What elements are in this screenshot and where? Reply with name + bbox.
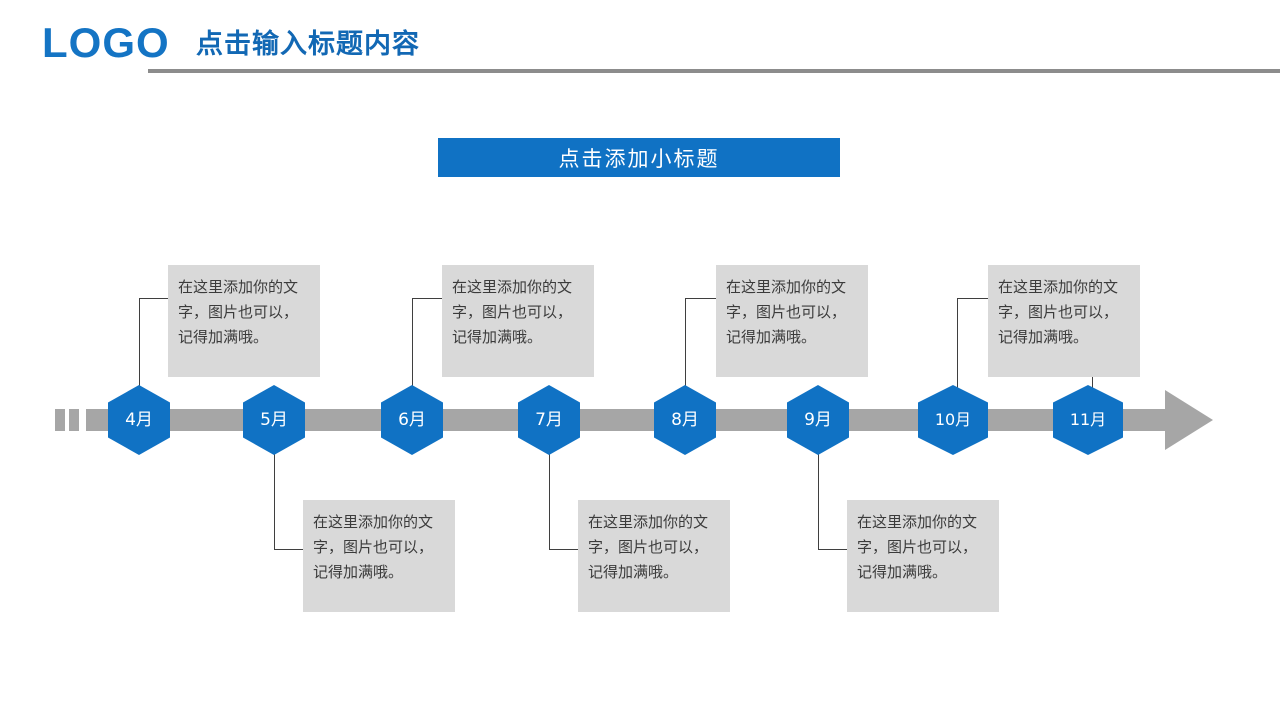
connector-horizontal-8 [685, 298, 717, 299]
timeline-marker-label: 6月 [398, 410, 426, 430]
callout-box-10[interactable]: 在这里添加你的文字，图片也可以，记得加满哦。 [988, 265, 1140, 377]
connector-horizontal-6 [412, 298, 444, 299]
timeline-marker-label: 7月 [535, 410, 563, 430]
connector-horizontal-4 [139, 298, 169, 299]
callout-text: 在这里添加你的文字，图片也可以，记得加满哦。 [998, 278, 1119, 346]
callout-box-9[interactable]: 在这里添加你的文字，图片也可以，记得加满哦。 [847, 500, 999, 612]
slide-header: LOGO 点击输入标题内容 [0, 0, 1280, 86]
callout-text: 在这里添加你的文字，图片也可以，记得加满哦。 [726, 278, 847, 346]
callout-text: 在这里添加你的文字，图片也可以，记得加满哦。 [178, 278, 299, 346]
axis-dash-left-2 [69, 409, 79, 431]
connector-horizontal-9 [818, 549, 848, 550]
callout-box-5[interactable]: 在这里添加你的文字，图片也可以，记得加满哦。 [303, 500, 455, 612]
callout-text: 在这里添加你的文字，图片也可以，记得加满哦。 [588, 513, 709, 581]
timeline-marker-label: 5月 [260, 410, 288, 430]
axis-dash-left-1 [55, 409, 65, 431]
connector-horizontal-7 [549, 549, 579, 550]
connector-horizontal-5 [274, 549, 304, 550]
callout-text: 在这里添加你的文字，图片也可以，记得加满哦。 [857, 513, 978, 581]
connector-vertical-8 [685, 298, 686, 390]
callout-text: 在这里添加你的文字，图片也可以，记得加满哦。 [452, 278, 573, 346]
timeline-marker-label: 8月 [671, 410, 699, 430]
connector-vertical-10 [957, 298, 958, 390]
callout-text: 在这里添加你的文字，图片也可以，记得加满哦。 [313, 513, 434, 581]
axis-bar [86, 409, 1186, 431]
timeline-axis [0, 380, 1280, 500]
connector-vertical-7 [549, 452, 550, 550]
timeline-marker-10[interactable]: 10月 [918, 385, 988, 455]
callout-box-8[interactable]: 在这里添加你的文字，图片也可以，记得加满哦。 [716, 265, 868, 377]
connector-vertical-6 [412, 298, 413, 390]
logo: LOGO [42, 19, 170, 66]
subtitle-banner[interactable]: 点击添加小标题 [438, 138, 840, 177]
subtitle-label: 点击添加小标题 [558, 146, 720, 171]
callout-box-6[interactable]: 在这里添加你的文字，图片也可以，记得加满哦。 [442, 265, 594, 377]
axis-dash-right-1 [1124, 409, 1146, 431]
axis-dash-right-2 [1151, 409, 1161, 431]
connector-vertical-9 [818, 452, 819, 550]
connector-vertical-4 [139, 298, 140, 390]
connector-horizontal-10 [957, 298, 989, 299]
callout-box-7[interactable]: 在这里添加你的文字，图片也可以，记得加满哦。 [578, 500, 730, 612]
arrow-right-icon [1165, 390, 1213, 450]
callout-box-4[interactable]: 在这里添加你的文字，图片也可以，记得加满哦。 [168, 265, 320, 377]
header-divider [148, 69, 1280, 73]
timeline-marker-label: 9月 [804, 410, 832, 430]
timeline-marker-label: 10月 [934, 410, 972, 429]
page-title: 点击输入标题内容 [196, 29, 420, 60]
timeline-marker-label: 4月 [125, 410, 153, 430]
timeline-marker-label: 11月 [1069, 410, 1107, 429]
connector-vertical-5 [274, 452, 275, 550]
